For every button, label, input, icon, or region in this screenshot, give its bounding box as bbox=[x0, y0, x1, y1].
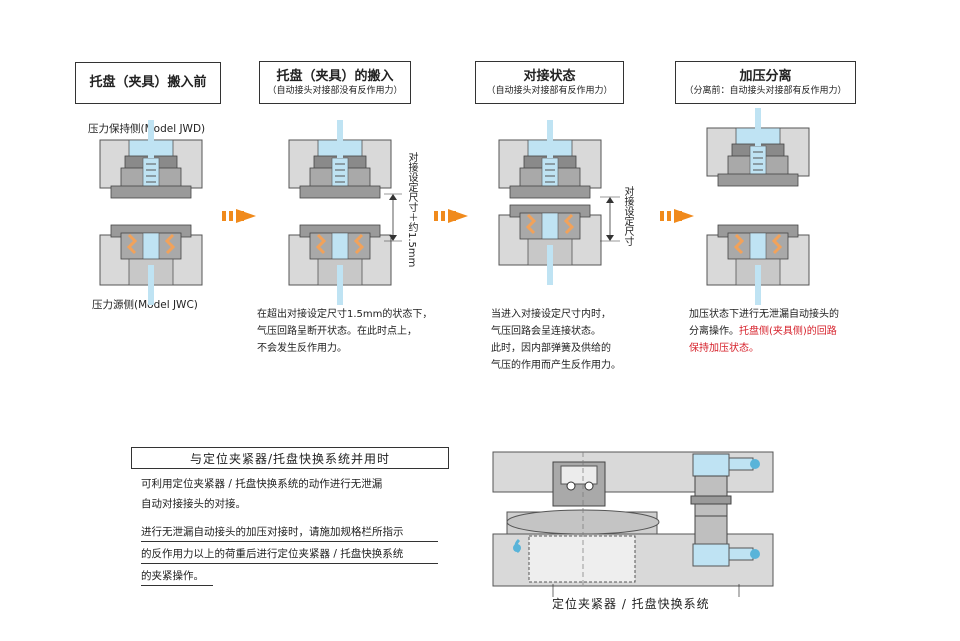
pressure-hold-side-label: 压力保持侧(Model JWD) bbox=[88, 123, 206, 135]
underline bbox=[141, 541, 438, 542]
stage2-description: 在超出对接设定尺寸1.5mm的状态下， 气压回路呈断开状态。在此时点上， 不会发… bbox=[257, 306, 432, 357]
desc-line: 此时，因内部弹簧及供给的 bbox=[491, 343, 611, 354]
combined-p1-line2: 自动对接接头的对接。 bbox=[141, 498, 246, 510]
clamp-pallet-system-figure bbox=[492, 451, 774, 597]
pressure-source-side-label: 压力源侧(Model JWC) bbox=[92, 299, 198, 311]
desc-line: 在超出对接设定尺寸1.5mm的状态下， bbox=[257, 309, 433, 320]
stage-box-before: 托盘（夹具）搬入前 bbox=[75, 62, 221, 104]
desc-line: 不会发生反作用力。 bbox=[257, 343, 347, 354]
underline bbox=[141, 585, 213, 586]
stage-subtitle: （自动接头对接部没有反作用力） bbox=[267, 85, 403, 96]
stage4-description: 加压状态下进行无泄漏自动接头的 分离操作。托盘侧(夹具侧)的回路 保持加压状态。 bbox=[689, 306, 839, 357]
combined-section-title: 与定位夹紧器/托盘快换系统并用时 bbox=[131, 447, 449, 469]
flow-arrow-2 bbox=[434, 209, 468, 223]
desc-line: 气压的作用而产生反作用力。 bbox=[491, 360, 621, 371]
desc-highlight: 托盘侧(夹具侧)的回路 bbox=[739, 326, 837, 337]
stage-title: 托盘（夹具）搬入前 bbox=[89, 75, 207, 90]
combined-p2-line3: 的夹紧操作。 bbox=[141, 570, 204, 582]
underline bbox=[141, 563, 438, 564]
desc-highlight: 保持加压状态。 bbox=[689, 343, 759, 354]
desc-line: 气压回路会呈连接状态。 bbox=[491, 326, 601, 337]
stage-subtitle: （分离前：自动接头对接部有反作用力） bbox=[684, 85, 847, 96]
figure-caption: 定位夹紧器 / 托盘快换系统 bbox=[552, 597, 710, 611]
flow-arrow-3 bbox=[660, 209, 694, 223]
flow-arrow-1 bbox=[222, 209, 256, 223]
desc-line: 加压状态下进行无泄漏自动接头的 bbox=[689, 309, 839, 320]
stage-box-separation: 加压分离 （分离前：自动接头对接部有反作用力） bbox=[675, 61, 856, 104]
desc-line: 当进入对接设定尺寸内时， bbox=[491, 309, 611, 320]
combined-p1-line1: 可利用定位夹紧器 / 托盘快换系统的动作进行无泄漏 bbox=[141, 478, 383, 490]
dimension-label-stage2: 对接设定尺寸＋约1.5mm bbox=[406, 152, 417, 268]
stage-box-docked: 对接状态 （自动接头对接部有反作用力） bbox=[475, 61, 624, 104]
stage-title: 加压分离 bbox=[739, 68, 792, 84]
dimension-label-stage3: 对接设定尺寸 bbox=[622, 186, 633, 246]
stage-subtitle: （自动接头对接部有反作用力） bbox=[486, 85, 613, 96]
stage3-description: 当进入对接设定尺寸内时， 气压回路会呈连接状态。 此时，因内部弹簧及供给的 气压… bbox=[491, 306, 621, 374]
stage-title: 托盘（夹具）的搬入 bbox=[276, 68, 394, 84]
combined-p2-line2: 的反作用力以上的荷重后进行定位夹紧器 / 托盘快换系统 bbox=[141, 548, 404, 560]
desc-text: 分离操作。 bbox=[689, 326, 739, 337]
stage-title: 对接状态 bbox=[523, 68, 576, 84]
stage-box-loading: 托盘（夹具）的搬入 （自动接头对接部没有反作用力） bbox=[259, 61, 411, 104]
desc-line: 气压回路呈断开状态。在此时点上， bbox=[257, 326, 417, 337]
combined-p2-line1: 进行无泄漏自动接头的加压对接时，请施加规格栏所指示 bbox=[141, 526, 404, 538]
desc-line: 分离操作。托盘侧(夹具侧)的回路 bbox=[689, 323, 839, 340]
